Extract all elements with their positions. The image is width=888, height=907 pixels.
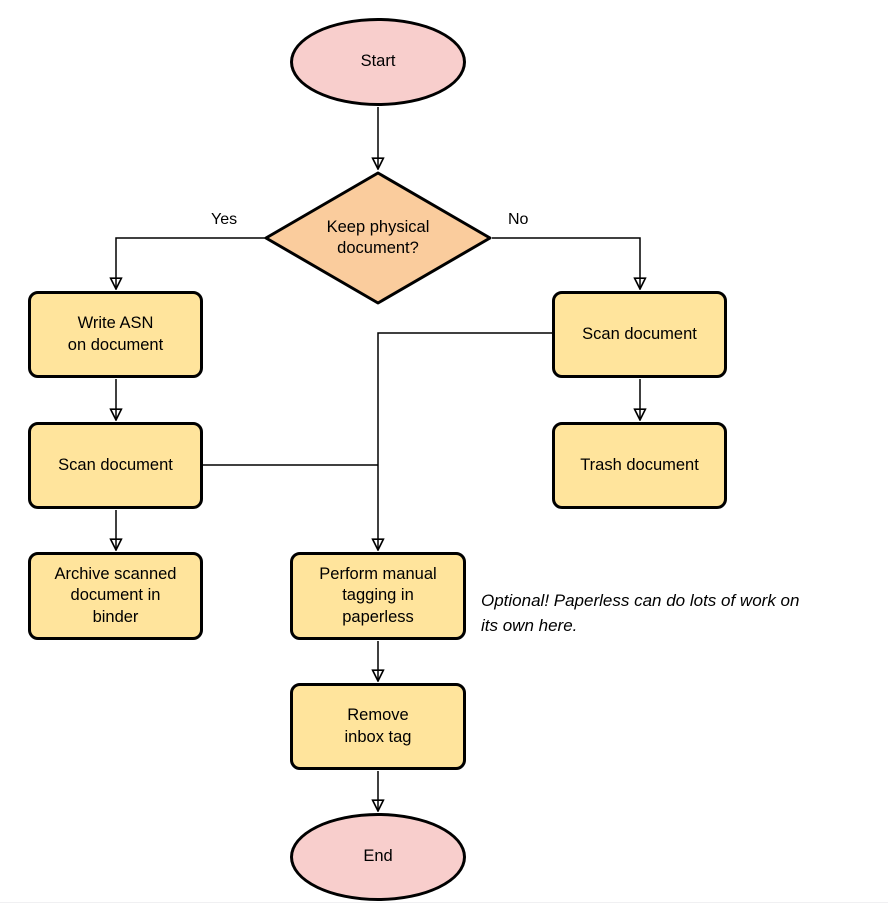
edge-label-no: No	[508, 211, 529, 228]
edge-decision-yes-to-write-asn	[116, 237, 265, 289]
annotation-note: Optional! Paperless can do lots of work …	[481, 591, 800, 635]
edge-decision-no-to-scan-right	[492, 237, 640, 289]
decision-keep-physical-document: Keep physical document?	[262, 169, 494, 307]
process-scan-document-right: Scan document	[552, 291, 727, 378]
start-terminator: Start	[290, 18, 466, 106]
process-write-asn: Write ASN on document	[28, 291, 203, 378]
edge-scan-right-to-tagging	[378, 332, 552, 550]
process-scan-document-left: Scan document	[28, 422, 203, 509]
process-manual-tagging: Perform manual tagging in paperless	[290, 552, 466, 640]
process-trash-document: Trash document	[552, 422, 727, 509]
edge-label-yes: Yes	[211, 211, 238, 228]
process-archive-document: Archive scanned document in binder	[28, 552, 203, 640]
decision-label: Keep physical document?	[326, 217, 430, 257]
process-remove-inbox-tag: Remove inbox tag	[290, 683, 466, 770]
decision-diamond-shape	[264, 171, 492, 305]
page-boundary-line	[0, 902, 888, 903]
end-terminator: End	[290, 813, 466, 901]
